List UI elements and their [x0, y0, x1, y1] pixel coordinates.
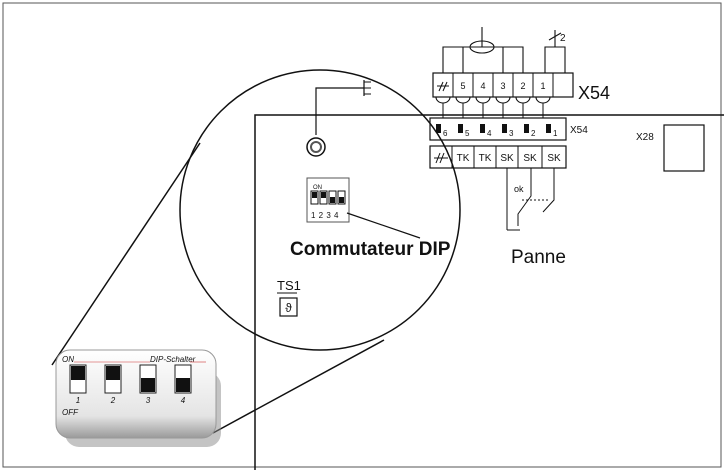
board-dip-on-label: ON	[313, 185, 322, 191]
shield-ring-icon	[469, 40, 495, 54]
x54-socket: 6 5 4 3 2 1 X54	[429, 117, 588, 141]
terminal-sk-1: SK	[500, 153, 514, 164]
x54-label: X54	[578, 83, 610, 103]
x54-plug: 5 4 3 2 1 X54	[432, 72, 610, 118]
terminal-sk-3: SK	[547, 153, 561, 164]
switch-number-3: 3	[146, 396, 151, 405]
dip-switch-toggle-2	[106, 366, 120, 380]
pin-1-label: 1	[540, 81, 545, 91]
dip-caption: Commutateur DIP	[290, 239, 451, 260]
dip-switch-toggle-4	[176, 378, 190, 392]
dip-switch-toggle-1	[71, 366, 85, 380]
pin-3-label: 3	[500, 81, 505, 91]
switch-number-1: 1	[76, 396, 80, 405]
pin-2-label: 2	[520, 81, 525, 91]
wire-count-mark: 2	[560, 33, 566, 44]
terminal-sk-2: SK	[523, 153, 537, 164]
socket-pin-block	[480, 124, 485, 133]
ground-terminal-icon	[434, 152, 448, 164]
socket-pin-block	[502, 124, 507, 133]
dip-switch-zoom: ON DIP-Schalter OFF 1 2 3 4	[55, 349, 221, 447]
pin-4-label: 4	[480, 81, 485, 91]
socket-pin-number: 1	[553, 129, 558, 138]
socket-pin-number: 4	[487, 129, 492, 138]
ts1-label: TS1	[277, 278, 301, 293]
page-border	[2, 2, 722, 468]
zoom-line-lower	[212, 339, 385, 434]
switch-number-2: 2	[110, 396, 116, 405]
socket-pin-block	[524, 124, 529, 133]
ts1-sensor: TS1 ϑ	[277, 278, 301, 317]
zoom-brand-label: DIP-Schalter	[150, 355, 196, 364]
terminal-row: TK TK SK SK SK	[429, 145, 567, 169]
terminal-tk-2: TK	[479, 153, 492, 164]
terminal-tk-1: TK	[457, 153, 470, 164]
top-cable: 2	[442, 27, 566, 73]
socket-pin-number: 5	[465, 129, 470, 138]
socket-pin-block	[546, 124, 551, 133]
dip-leader-line	[346, 212, 421, 239]
zoom-line-upper	[51, 142, 201, 366]
x54-socket-label: X54	[570, 125, 588, 136]
socket-pin-number: 2	[531, 129, 536, 138]
relay-label: ok	[514, 184, 524, 194]
pin-5-label: 5	[460, 81, 465, 91]
board-outline	[254, 114, 724, 470]
fault-relay: ok Panne	[506, 168, 566, 268]
ground-icon	[437, 81, 449, 92]
zoom-on-label: ON	[62, 355, 74, 364]
magnifier-circle	[179, 69, 461, 351]
thermometer-icon: ϑ	[285, 301, 292, 315]
board-dip-numbers: 1 2 3 4	[311, 211, 339, 220]
switch-number-4: 4	[181, 396, 186, 405]
board-dip-switch: ON 1 2 3 4	[306, 177, 421, 239]
socket-pin-number: 3	[509, 129, 514, 138]
socket-pin-block	[436, 124, 441, 133]
zoom-off-label: OFF	[62, 408, 79, 417]
antenna-lead	[306, 80, 371, 157]
x28-label: X28	[636, 132, 654, 143]
x28-connector: X28	[636, 124, 705, 172]
socket-pin-number: 6	[443, 129, 448, 138]
dip-switch-toggle-3	[141, 378, 155, 392]
socket-pin-block	[458, 124, 463, 133]
fault-label: Panne	[511, 247, 566, 268]
